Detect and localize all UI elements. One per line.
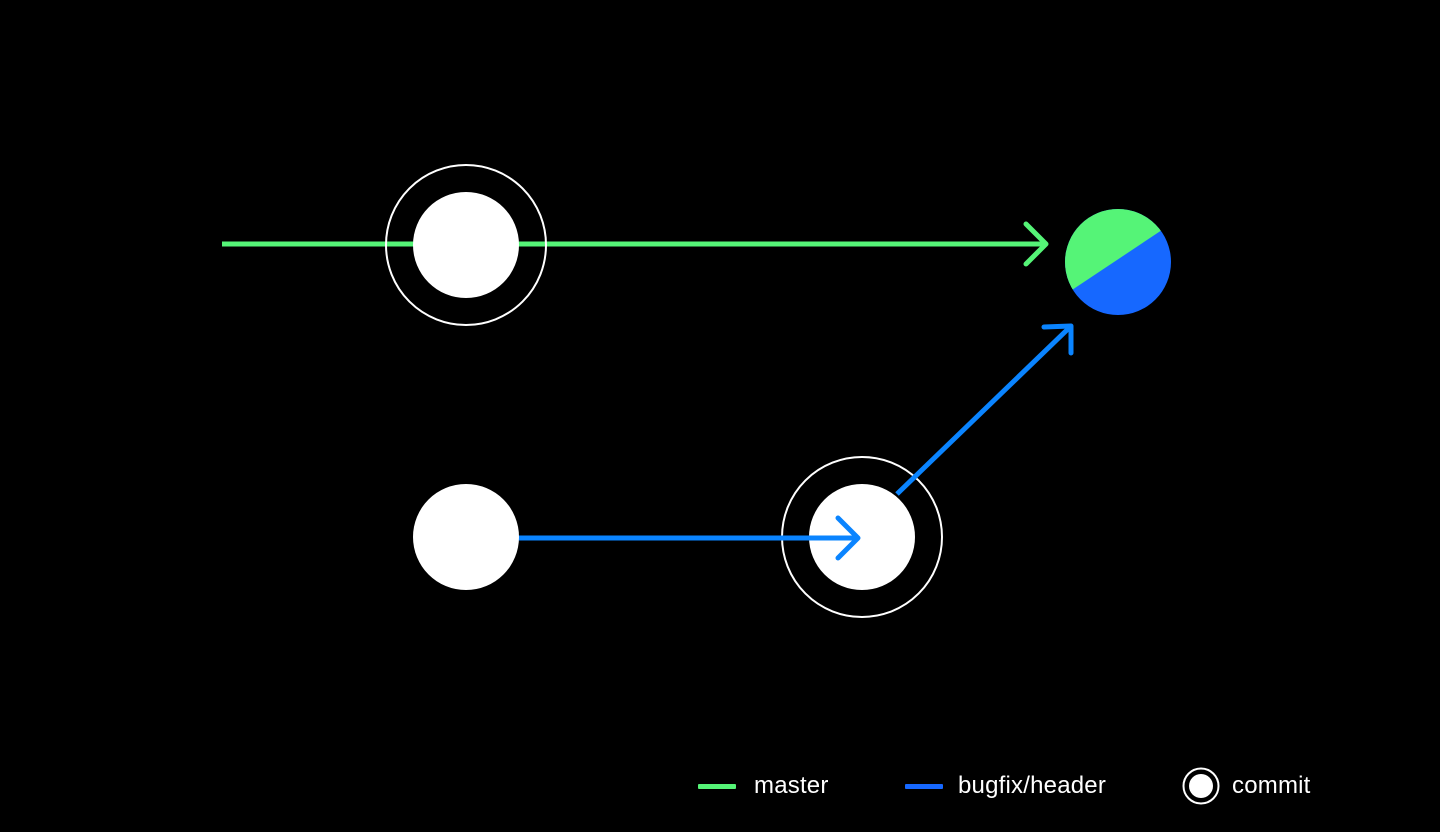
legend-label-master: master xyxy=(754,772,829,799)
merge-arrowhead xyxy=(1041,323,1074,356)
legend-item-master: master xyxy=(698,768,829,804)
legend-item-bugfix: bugfix/header xyxy=(905,768,1106,804)
bugfix-swatch xyxy=(905,783,943,789)
master-commit-ring xyxy=(385,164,547,326)
bugfix-commit-node xyxy=(809,484,915,590)
legend: master bugfix/header commit xyxy=(0,767,1440,805)
bugfix-base-node xyxy=(413,484,519,590)
merge-node xyxy=(1065,209,1171,315)
legend-label-commit: commit xyxy=(1232,772,1311,799)
legend-item-commit: commit xyxy=(1182,767,1311,805)
master-commit-node xyxy=(413,192,519,298)
master-arrowhead xyxy=(1023,221,1049,267)
master-swatch xyxy=(698,783,736,789)
commit-icon xyxy=(1182,767,1220,805)
legend-label-bugfix: bugfix/header xyxy=(958,772,1107,799)
merge-line xyxy=(895,326,1071,496)
bugfix-arrowhead xyxy=(835,515,861,561)
